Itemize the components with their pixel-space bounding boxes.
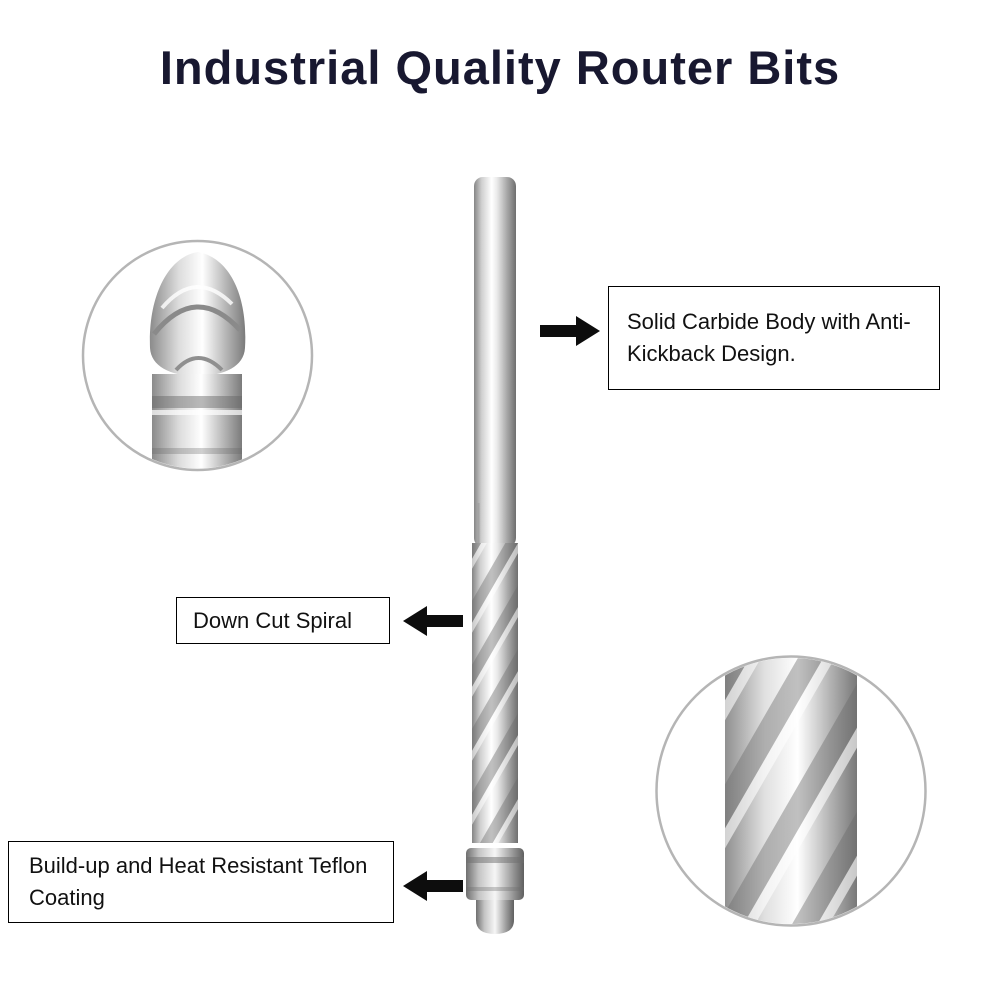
router-bit-image: [466, 177, 524, 934]
page-title: Industrial Quality Router Bits: [159, 41, 841, 94]
callout-down-cut-spiral-label: Down Cut Spiral: [193, 607, 352, 633]
arrow-left-icon: [403, 606, 463, 636]
arrow-left-icon: [403, 871, 463, 901]
arrow-right-icon: [540, 316, 600, 346]
callout-down-cut-spiral: Down Cut Spiral: [176, 597, 390, 644]
callout-solid-carbide-label: Solid Carbide Body with Anti-Kickback De…: [627, 309, 911, 366]
callout-solid-carbide: Solid Carbide Body with Anti-Kickback De…: [608, 286, 940, 390]
callout-teflon-coating-label: Build-up and Heat Resistant Teflon Coati…: [29, 853, 368, 910]
tip-detail-circle: [81, 239, 314, 472]
spiral-detail-circle: [655, 655, 927, 927]
callout-teflon-coating: Build-up and Heat Resistant Teflon Coati…: [8, 841, 394, 923]
